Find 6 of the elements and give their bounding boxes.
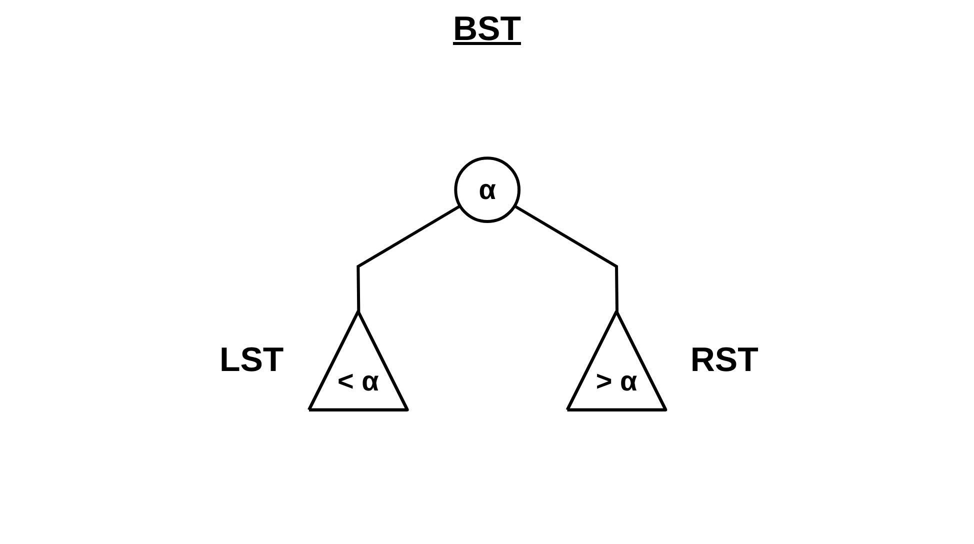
node-circle: α: [454, 156, 520, 223]
subtree-label: LST: [219, 341, 284, 380]
connector: [513, 204, 618, 312]
subtree-label: RST: [690, 341, 758, 380]
connector: [356, 204, 461, 312]
title: BST: [453, 10, 521, 49]
